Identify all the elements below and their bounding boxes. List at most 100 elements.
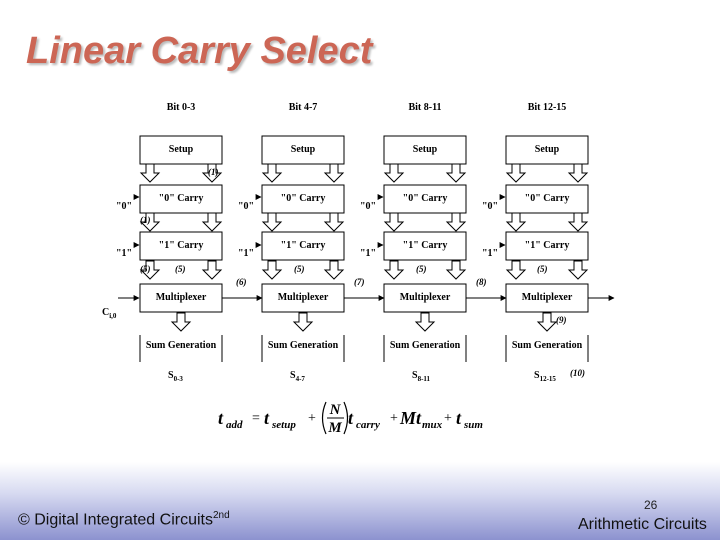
- setup-block: Setup: [505, 135, 589, 165]
- carry1-label: "1" Carry: [403, 240, 448, 251]
- mux-to-sumgen-arrow: [414, 312, 436, 332]
- setup-box: [139, 135, 223, 165]
- mux-label: Multiplexer: [278, 292, 329, 303]
- stage-header: Bit 4-7: [289, 102, 318, 113]
- formula-paren-left: [321, 401, 327, 435]
- mux-block: Multiplexer: [505, 283, 589, 313]
- carry1-box: [139, 231, 223, 261]
- setup-to-carry0-arrow: [139, 163, 161, 183]
- input-zero-label: "0": [360, 201, 376, 212]
- footer-copyright: © Digital Integrated Circuits2nd: [18, 510, 230, 529]
- carry0-box: [139, 184, 223, 214]
- setup-box: [383, 135, 467, 165]
- setup-to-carry0-arrow: [323, 163, 345, 183]
- formula-sub: mux: [422, 419, 443, 431]
- carry0-box: [505, 184, 589, 214]
- footer-band: [0, 462, 720, 540]
- setup-to-carry0-arrow: [445, 163, 467, 183]
- step-annotation: (6): [236, 277, 247, 287]
- step-annotation: (5): [537, 264, 548, 274]
- carry1-to-mux-arrow: [567, 260, 589, 280]
- carry0-block: "0" Carry: [383, 184, 467, 214]
- carry1-label: "1" Carry: [159, 240, 204, 251]
- formula-op: +: [308, 411, 316, 426]
- sum-output-label: S12-15: [534, 370, 556, 383]
- mux-block: Multiplexer: [261, 283, 345, 313]
- setup-block: Setup: [383, 135, 467, 165]
- carry1-box: [261, 231, 345, 261]
- carry1-label: "1" Carry: [281, 240, 326, 251]
- stage-header: Bit 12-15: [528, 102, 567, 113]
- carry1-block: "1" Carry: [139, 231, 223, 261]
- step-annotation: (5): [175, 264, 186, 274]
- formula-op: +: [390, 411, 398, 426]
- formula-sub: sum: [463, 419, 483, 431]
- carry1-label: "1" Carry: [525, 240, 570, 251]
- mux-to-sumgen-arrow: [536, 312, 558, 332]
- mux-block: Multiplexer: [383, 283, 467, 313]
- carry0-label: "0" Carry: [403, 193, 448, 204]
- step-annotation: (10): [570, 368, 585, 378]
- formula-paren-right: [343, 401, 349, 435]
- setup-to-carry0-arrow: [505, 163, 527, 183]
- input-one-label: "1": [482, 248, 498, 259]
- sumgen-label: Sum Generation: [512, 340, 583, 351]
- carry1-to-mux-arrow: [383, 260, 405, 280]
- input-one-label: "1": [360, 248, 376, 259]
- step-annotation: (1): [140, 215, 151, 225]
- formula-t: t: [264, 408, 270, 428]
- formula-sub: carry: [356, 419, 380, 431]
- step-annotation: (9): [556, 315, 567, 325]
- formula-op: +: [444, 411, 452, 426]
- setup-to-carry0-arrow: [567, 163, 589, 183]
- carry0-to-carry1-arrow: [567, 212, 589, 232]
- carry0-to-carry1-arrow: [323, 212, 345, 232]
- input-zero-label: "0": [238, 201, 254, 212]
- mux-label: Multiplexer: [522, 292, 573, 303]
- carry0-block: "0" Carry: [261, 184, 345, 214]
- carry0-label: "0" Carry: [159, 193, 204, 204]
- input-one-label: "1": [238, 248, 254, 259]
- setup-block: Setup: [139, 135, 223, 165]
- formula-t: t: [456, 408, 462, 428]
- carry1-box: [505, 231, 589, 261]
- carry0-label: "0" Carry: [525, 193, 570, 204]
- step-annotation: (5): [140, 264, 151, 274]
- slide-title: Linear Carry Select: [26, 30, 373, 72]
- setup-to-carry0-arrow: [261, 163, 283, 183]
- carry1-block: "1" Carry: [505, 231, 589, 261]
- carry0-to-carry1-arrow: [261, 212, 283, 232]
- formula-sub: add: [226, 419, 243, 431]
- setup-box: [261, 135, 345, 165]
- carry0-block: "0" Carry: [139, 184, 223, 214]
- step-annotation: (7): [354, 277, 365, 287]
- carry0-box: [261, 184, 345, 214]
- sum-output-label: S8-11: [412, 370, 431, 383]
- carry1-block: "1" Carry: [261, 231, 345, 261]
- formula-op: =: [252, 411, 260, 426]
- footer-edition: 2nd: [212, 510, 230, 521]
- footer-chapter: Arithmetic Circuits: [578, 516, 707, 533]
- carry1-to-mux-arrow: [445, 260, 467, 280]
- step-annotation: (5): [294, 264, 305, 274]
- step-annotation: (1): [208, 167, 219, 177]
- setup-block: Setup: [261, 135, 345, 165]
- formula-sub: setup: [271, 419, 296, 431]
- mux-to-sumgen-arrow: [292, 312, 314, 332]
- sum-output-label: S4-7: [290, 370, 305, 383]
- setup-label: Setup: [535, 144, 560, 155]
- input-zero-label: "0": [482, 201, 498, 212]
- formula-denominator: M: [327, 420, 342, 436]
- step-annotation: (8): [476, 277, 487, 287]
- sumgen-label: Sum Generation: [146, 340, 217, 351]
- carry0-block: "0" Carry: [505, 184, 589, 214]
- carry0-to-carry1-arrow: [139, 212, 161, 232]
- formula-t: t: [218, 408, 224, 428]
- carry0-to-carry1-arrow: [383, 212, 405, 232]
- page-number: 26: [644, 498, 658, 512]
